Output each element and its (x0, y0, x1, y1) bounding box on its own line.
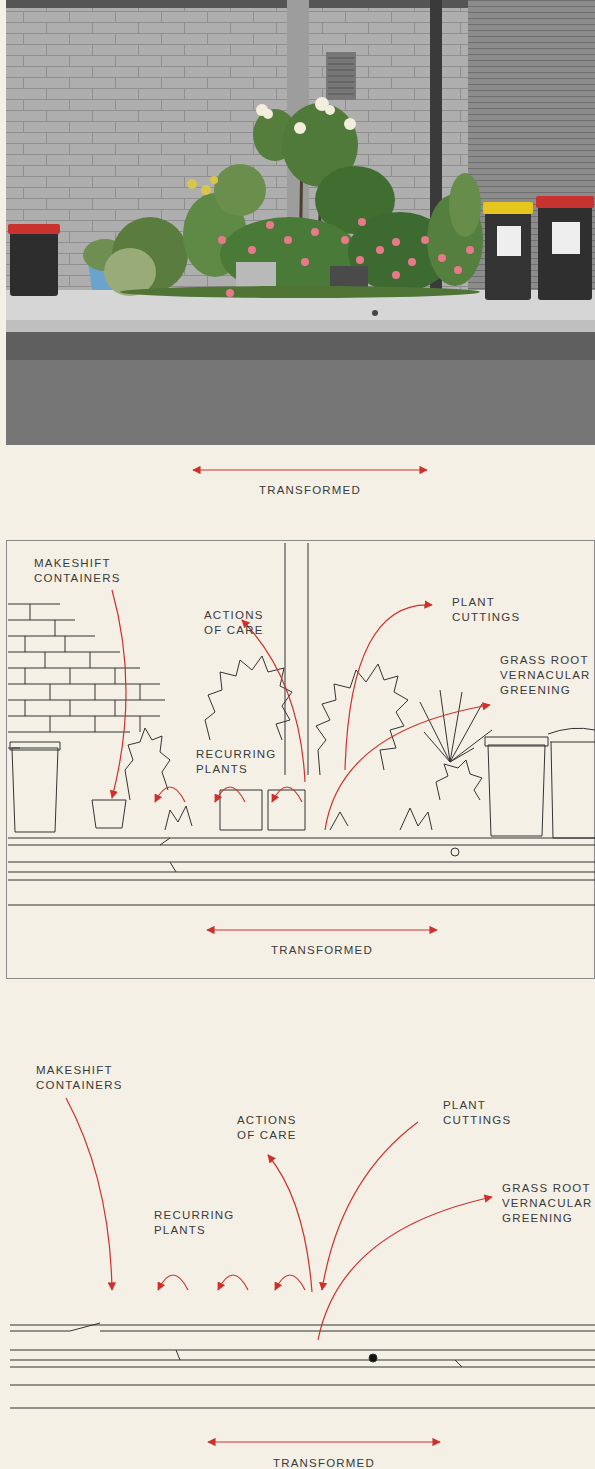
palm-outline (420, 690, 492, 762)
callout-label: MAKESHIFT CONTAINERS (36, 1063, 136, 1093)
bin-outline (485, 728, 595, 838)
pot-outline (92, 800, 126, 828)
recurring-arrow (218, 1275, 248, 1290)
leader-arrow (268, 1155, 312, 1292)
callout-label: TRANSFORMED (214, 1456, 434, 1469)
transformed-arrow (208, 1441, 440, 1442)
leader-arrow (66, 1098, 112, 1290)
recurring-arrow (275, 1275, 305, 1290)
planter-outline (220, 790, 305, 830)
street-photo (6, 0, 595, 470)
panel-frame (7, 541, 595, 979)
drain-hole (369, 1354, 377, 1362)
wall-vent (326, 52, 356, 100)
bin-lid (8, 224, 60, 234)
bin (10, 232, 58, 296)
callout-label: PLANT CUTTINGS (443, 1098, 527, 1128)
bin (485, 212, 531, 300)
recurring-arrow (272, 787, 302, 802)
callout-label: TRANSFORMED (212, 943, 432, 958)
road-shadow (6, 332, 595, 360)
bin-sticker (497, 226, 521, 256)
leader-arrow (322, 1122, 418, 1290)
brick-wall (8, 604, 165, 748)
frangipani-flowers (256, 97, 356, 134)
ground-plants (165, 806, 432, 830)
drain-hole (451, 848, 459, 856)
bin-outline (10, 742, 60, 832)
leader-arrow (318, 1197, 492, 1340)
recurring-arrow (155, 787, 185, 802)
callout-label: RECURRING PLANTS (154, 1208, 254, 1238)
abstract-panel (10, 1323, 595, 1408)
block-wall (6, 0, 595, 300)
shrub-outline (125, 728, 170, 800)
kerb (6, 320, 595, 332)
vent-slats (328, 58, 354, 94)
road (6, 332, 595, 445)
callout-label: PLANT CUTTINGS (452, 595, 536, 625)
kerb-lines (8, 838, 595, 905)
drain-hole (372, 310, 378, 316)
panel-arrows (66, 1098, 492, 1442)
plant-cluster (83, 103, 483, 298)
transformed-arrow (207, 929, 437, 930)
callout-label: RECURRING PLANTS (196, 747, 296, 777)
line-drawing-panel (7, 541, 595, 979)
bin-sticker (552, 222, 580, 254)
bin-lid (536, 196, 594, 208)
kerb-lines (10, 1323, 595, 1408)
transformed-arrow (193, 469, 427, 470)
callout-label: TRANSFORMED (200, 483, 420, 498)
pole-lines (285, 543, 308, 775)
bin (538, 206, 592, 300)
callout-label: MAKESHIFT CONTAINERS (34, 556, 134, 586)
recurring-arrow (215, 787, 245, 802)
shrub-outline (436, 760, 482, 800)
callout-label: GRASS ROOT VERNACULAR GREENING (500, 653, 591, 698)
yellow-flowers (187, 176, 218, 195)
leader-arrow (112, 590, 126, 798)
callout-label: ACTIONS OF CARE (204, 608, 284, 638)
leader-arrow (345, 605, 432, 770)
recurring-arrow (158, 1275, 188, 1290)
panel-arrows (112, 590, 490, 930)
shrub-outline (205, 656, 292, 740)
callout-label: ACTIONS OF CARE (237, 1113, 317, 1143)
pink-flowers (218, 218, 474, 297)
callout-label: GRASS ROOT VERNACULAR GREENING (502, 1181, 593, 1226)
bin-lid (483, 202, 533, 214)
leader-arrow (325, 705, 490, 830)
